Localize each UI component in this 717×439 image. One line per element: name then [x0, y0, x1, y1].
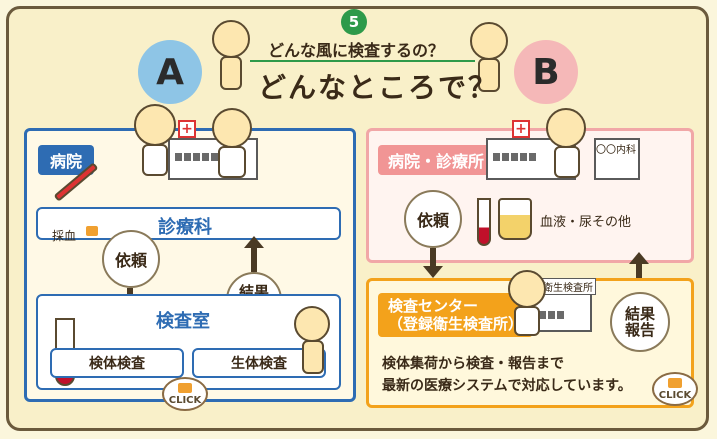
samples-text: 血液・尿その他 — [540, 215, 632, 230]
option-a-bubble[interactable]: A — [138, 40, 202, 104]
urine-cup-icon — [498, 198, 532, 240]
doctor-body-icon — [142, 144, 168, 176]
clinic-label: 病院・診療所 — [378, 145, 495, 175]
option-b-label: B — [532, 51, 560, 93]
mascot-body-icon — [218, 146, 246, 178]
specimen-test-label: 検体検査 — [89, 356, 145, 372]
click-button-right[interactable]: CLICK — [652, 372, 698, 406]
clinic-request-circle: 依頼 — [404, 190, 462, 248]
character-right-icon — [470, 22, 508, 60]
center-sign: 衛生検査所 — [540, 278, 596, 295]
center-description-line1: 検体集荷から検査・報告まで — [382, 356, 564, 372]
center-mascot-body-icon — [514, 306, 540, 336]
physio-test-label: 生体検査 — [231, 356, 287, 372]
request-label: 依頼 — [114, 251, 147, 270]
clinic-sign: 〇〇内科 — [596, 145, 636, 156]
character-left-body-icon — [220, 56, 242, 90]
arrow-down-icon — [423, 266, 443, 278]
hospital-label: 病院 — [38, 145, 95, 175]
page-title: どんなところで？ — [258, 71, 499, 104]
character-left-icon — [212, 20, 250, 58]
center-result-label: 結果報告 — [624, 304, 655, 339]
clinic-annex-icon — [594, 138, 640, 180]
red-cross-icon: + — [512, 120, 530, 138]
clinic-section-label: 診療科 — [158, 217, 212, 238]
clinic-request-label: 依頼 — [416, 211, 449, 230]
header-question: どんな風に検査するの？ — [268, 41, 445, 60]
arrow-down-stem — [430, 248, 436, 268]
option-b-bubble[interactable]: B — [514, 40, 578, 104]
character-right-body-icon — [478, 58, 500, 92]
center-mascot-icon — [508, 270, 546, 308]
blood-sample-label: 採血 — [52, 229, 77, 243]
camera-icon — [668, 377, 682, 388]
center-description-line2: 最新の医療システムで対応しています。 — [382, 378, 632, 394]
center-result-circle: 結果報告 — [610, 292, 670, 352]
step-badge: 5 — [341, 9, 367, 35]
clinic-doctor-body-icon — [554, 146, 580, 178]
option-a-label: A — [156, 51, 184, 93]
lab-character-icon — [294, 306, 330, 342]
testing-center-label: 検査センター （登録衛生検査所） — [378, 293, 534, 337]
clinic-doctor-icon — [546, 108, 586, 148]
lab-section-label: 検査室 — [156, 311, 210, 332]
test-tube-icon — [477, 198, 491, 246]
arrow-up-stem — [251, 248, 257, 272]
mascot-character-icon — [212, 108, 252, 148]
header-divider — [250, 60, 475, 62]
doctor-character-icon — [134, 104, 176, 146]
arrow-up-icon — [244, 236, 264, 248]
click-button-left[interactable]: CLICK — [162, 377, 208, 411]
red-cross-icon: + — [178, 120, 196, 138]
click-label: CLICK — [168, 394, 202, 406]
click-label: CLICK — [658, 389, 692, 401]
specimen-test-box[interactable]: 検体検査 — [50, 348, 184, 378]
lab-character-body-icon — [302, 340, 324, 374]
camera-icon[interactable] — [86, 226, 98, 236]
arrow-up-icon — [629, 252, 649, 264]
request-circle: 依頼 — [102, 230, 160, 288]
step-number: 5 — [348, 13, 360, 31]
camera-icon — [178, 382, 192, 393]
